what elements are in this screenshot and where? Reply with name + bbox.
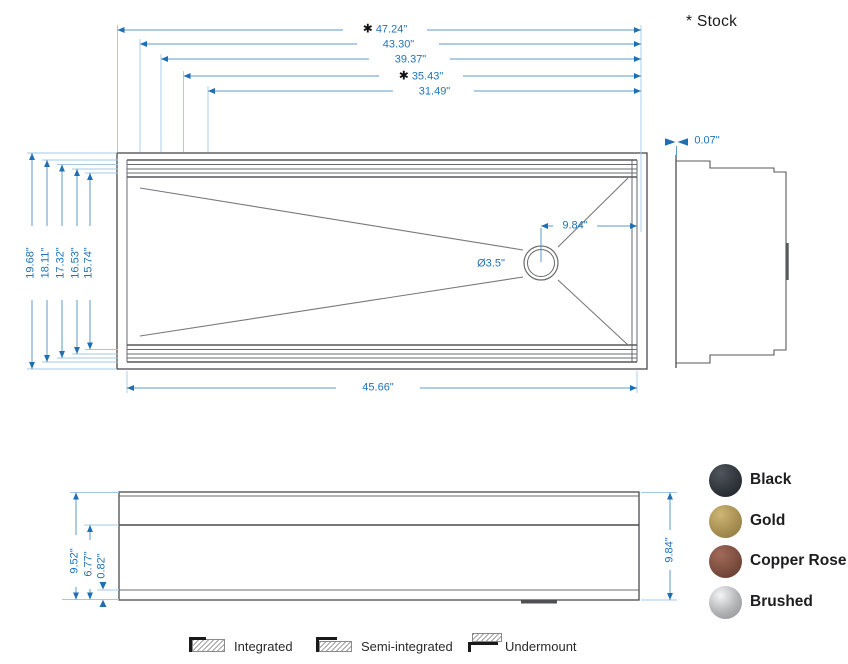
lip-dim-label: 0.07" (694, 134, 720, 147)
undermount-icon (468, 633, 502, 652)
stock-asterisk: ✱ (362, 21, 373, 36)
finish-label-copper-rose: Copper Rose (750, 552, 847, 569)
dim-label-depth-2: 18.11" (39, 247, 52, 279)
drain-offset-dimension (540, 223, 637, 262)
dim-label-width-1: ✱47.24" (362, 21, 408, 36)
drain-diameter-label: Ø3.5" (477, 257, 505, 270)
dim-label-width-5: 31.49" (418, 85, 451, 98)
side-profile-view (665, 138, 789, 368)
slope-lines (139, 177, 629, 346)
finish-swatch-brushed (708, 585, 742, 619)
dim-label-front-082: 0.82" (95, 553, 108, 579)
stock-note: * Stock (686, 13, 738, 30)
plan-view (116, 152, 648, 370)
dim-label-front-952: 9.52" (68, 548, 81, 574)
plan-width-dimensions (117, 25, 642, 232)
hatch-fill (472, 633, 502, 642)
drain-offset-label: 9.84" (562, 219, 588, 232)
dim-label-depth-1: 19.68" (24, 247, 37, 279)
legend-label-integrated: Integrated (234, 639, 293, 654)
dim-label-width-4: ✱35.43" (398, 68, 444, 83)
dim-label-depth-3: 17.32" (54, 247, 67, 279)
finish-swatch-copper-rose (708, 544, 742, 578)
dim-label-width-3: 39.37" (394, 53, 427, 66)
plan-inner-width-dimension (126, 371, 638, 393)
finish-label-gold: Gold (750, 512, 786, 529)
hatch-fill (319, 641, 352, 652)
front-overall-height-dimension (641, 492, 677, 601)
finish-swatch-black (708, 463, 742, 497)
stock-asterisk: ✱ (398, 68, 409, 83)
lip-dimension (665, 138, 688, 157)
drain-outlet-tab (521, 600, 557, 604)
legend-label-undermount: Undermount (505, 639, 577, 654)
plan-depth-dimensions (27, 152, 118, 370)
dim-label-depth-4: 16.53" (69, 247, 82, 279)
dim-label-front-overall: 9.84" (663, 537, 676, 563)
front-elevation-view (118, 491, 640, 604)
semi-integrated-icon (316, 637, 352, 652)
dim-label-depth-5: 15.74" (82, 247, 95, 279)
finish-label-brushed: Brushed (750, 593, 813, 610)
integrated-icon (189, 637, 225, 652)
finish-swatch-gold (708, 504, 742, 538)
legend-label-semi-integrated: Semi-integrated (361, 639, 453, 654)
dim-label-width-2: 43.30" (382, 38, 415, 51)
front-height-dimensions (62, 492, 119, 607)
dim-label-front-677: 6.77" (82, 551, 95, 577)
hatch-fill (192, 639, 225, 652)
finish-label-black: Black (750, 471, 792, 488)
dim-label-inner-width: 45.66" (362, 381, 394, 394)
